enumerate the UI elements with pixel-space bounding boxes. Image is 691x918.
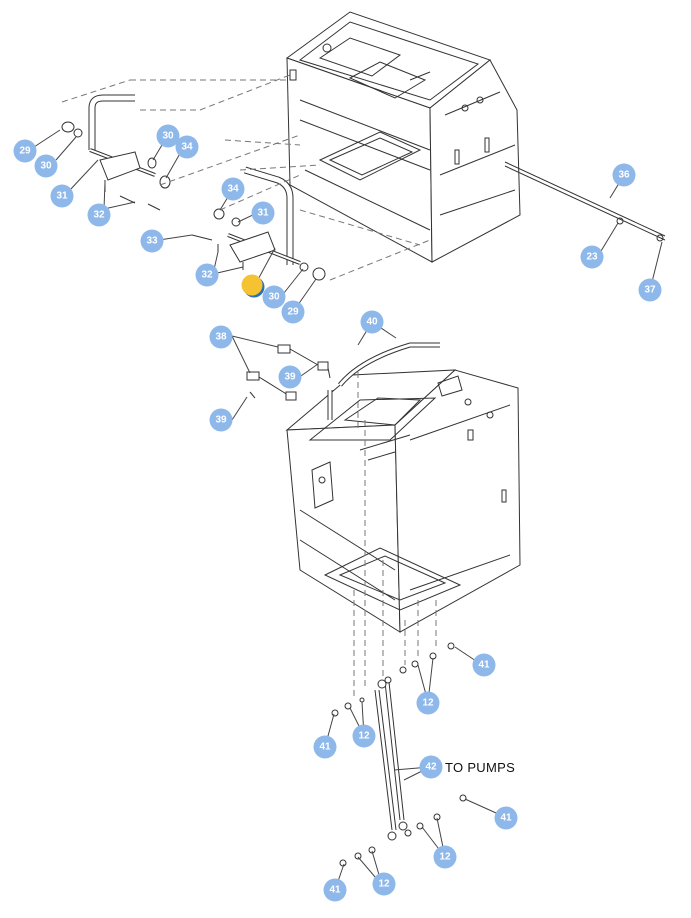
callout-41: 41 bbox=[323, 878, 347, 902]
callout-12: 12 bbox=[433, 845, 457, 869]
cable-38-39 bbox=[246, 344, 331, 401]
right-handle bbox=[191, 166, 326, 281]
callout-31: 31 bbox=[50, 184, 74, 208]
callout-41: 41 bbox=[313, 735, 337, 759]
hardware bbox=[331, 642, 467, 867]
callout-12: 12 bbox=[416, 691, 440, 715]
highlight-marker bbox=[241, 274, 263, 296]
callout-37: 37 bbox=[638, 278, 662, 302]
to-pumps-note: TO PUMPS bbox=[445, 760, 516, 775]
callout-29: 29 bbox=[281, 300, 305, 324]
callout-32: 32 bbox=[87, 203, 111, 227]
callout-12: 12 bbox=[372, 872, 396, 896]
callout-33: 33 bbox=[140, 229, 164, 253]
left-handle bbox=[61, 94, 171, 211]
callout-30: 30 bbox=[262, 285, 286, 309]
lower-dashed-lines bbox=[353, 372, 437, 700]
callout-12: 12 bbox=[352, 724, 376, 748]
callout-32: 32 bbox=[195, 263, 219, 287]
callout-39: 39 bbox=[209, 408, 233, 432]
callout-23: 23 bbox=[580, 245, 604, 269]
callout-41: 41 bbox=[472, 653, 496, 677]
callout-29: 29 bbox=[13, 139, 37, 163]
lower-frame bbox=[285, 342, 521, 633]
upper-dashed-lines bbox=[61, 74, 431, 281]
callout-31: 31 bbox=[251, 201, 275, 225]
callout-34: 34 bbox=[221, 177, 245, 201]
callout-30: 30 bbox=[156, 124, 180, 148]
callout-38: 38 bbox=[209, 325, 233, 349]
pump-rods-42 bbox=[374, 676, 408, 841]
callout-34: 34 bbox=[175, 135, 199, 159]
callout-42: 42 bbox=[419, 755, 443, 779]
callout-41: 41 bbox=[494, 806, 518, 830]
callout-36: 36 bbox=[612, 163, 636, 187]
callout-40: 40 bbox=[360, 310, 384, 334]
shaft-36 bbox=[504, 161, 666, 242]
upper-frame bbox=[285, 11, 521, 263]
callout-39: 39 bbox=[278, 365, 302, 389]
callout-30: 30 bbox=[34, 154, 58, 178]
